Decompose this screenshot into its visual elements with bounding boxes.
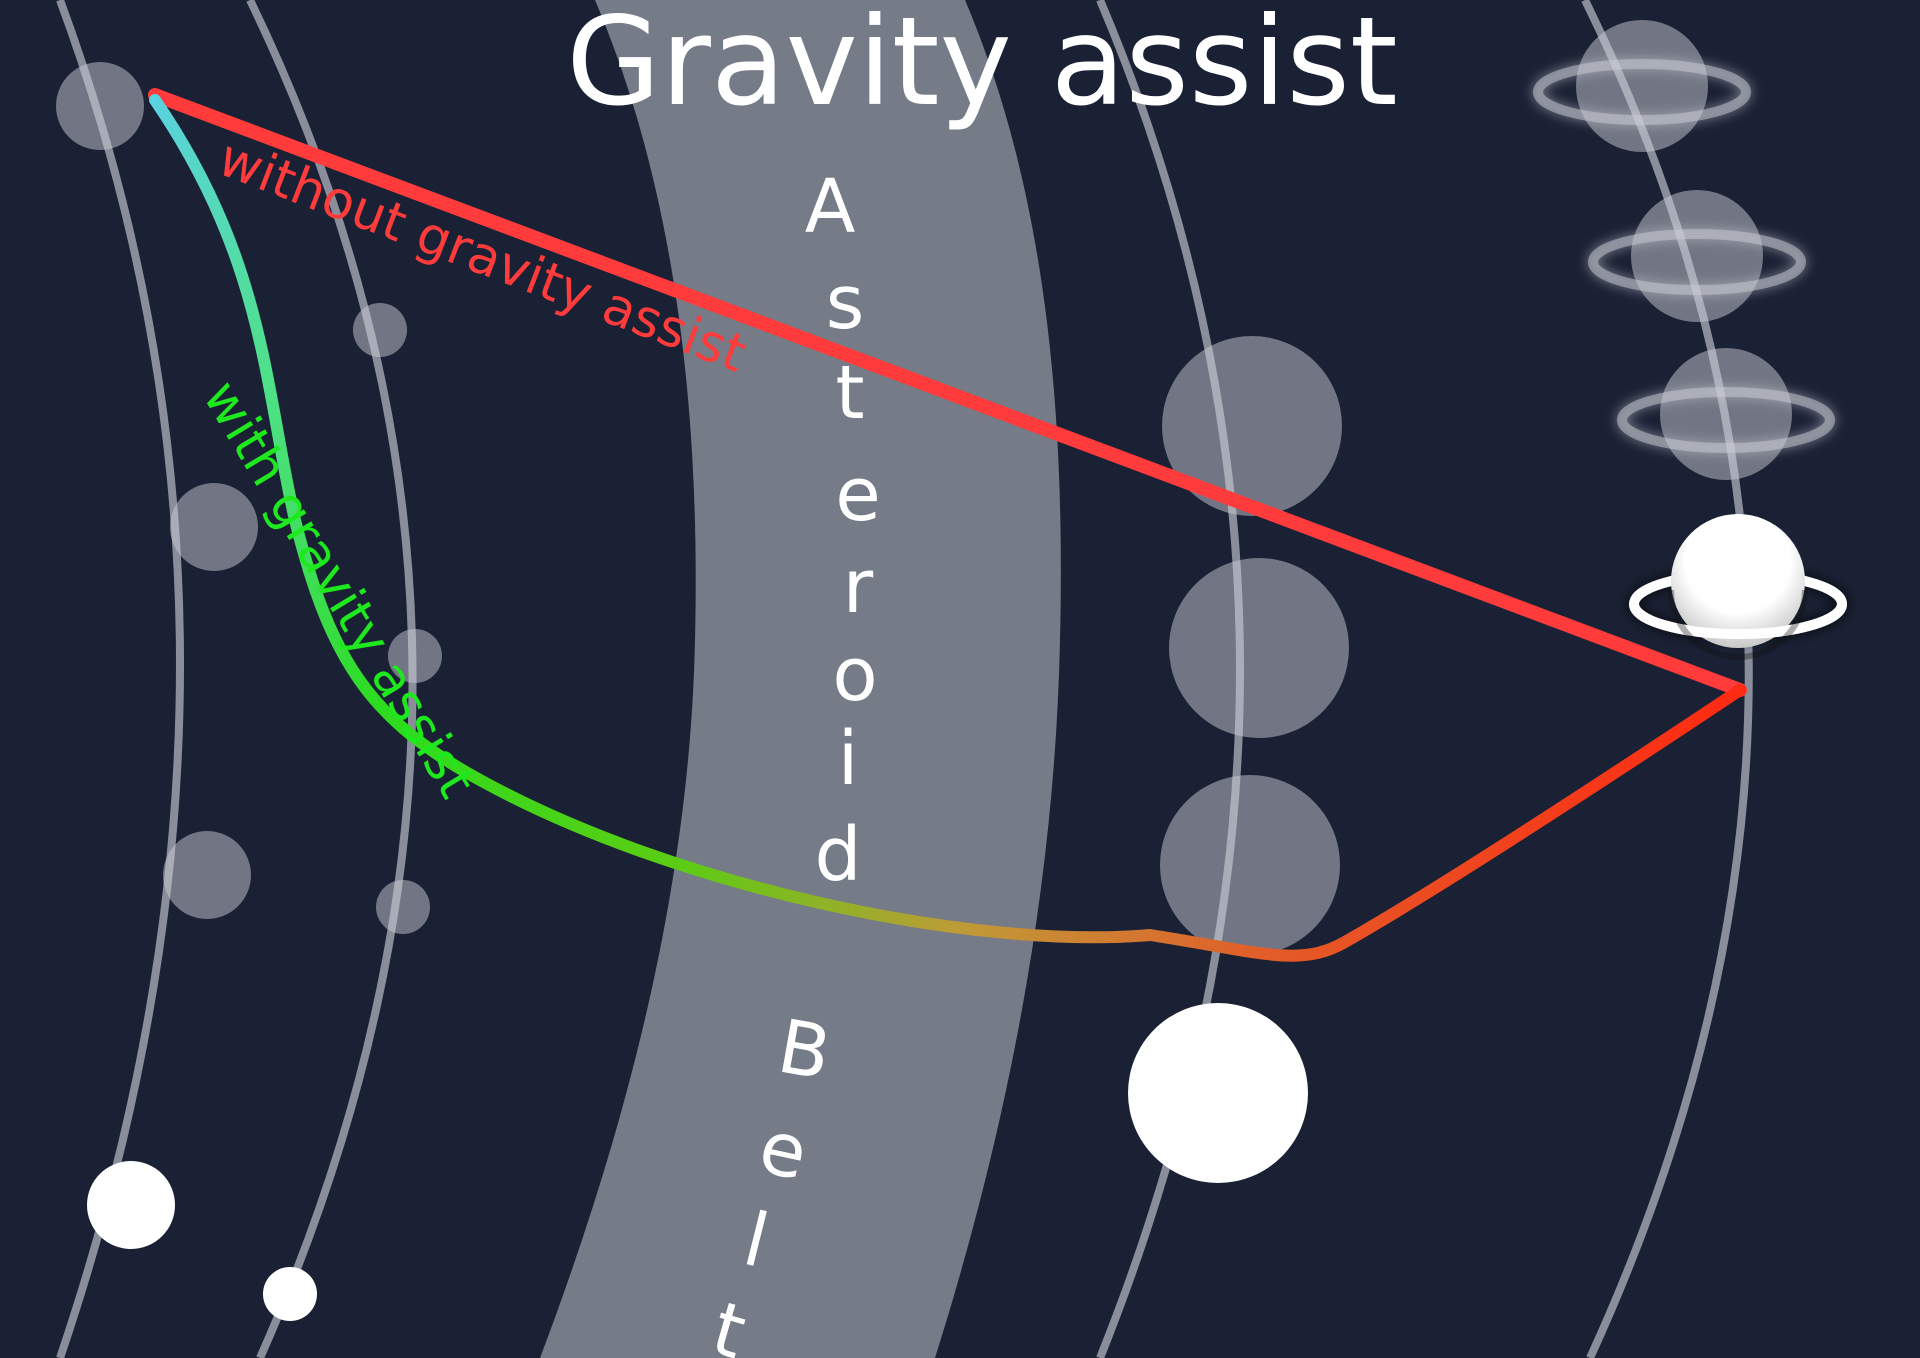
planets: [87, 1003, 1308, 1321]
mars: [263, 1267, 317, 1321]
mars-position: [353, 303, 407, 357]
belt-label-letter: d: [815, 812, 862, 898]
earth-position: [170, 483, 258, 571]
saturn-position-group: [1533, 20, 1835, 480]
orbit-1: [56, 0, 184, 1358]
jupiter-position: [1160, 775, 1340, 955]
belt-label-letter: r: [843, 544, 874, 630]
direct-path: [148, 88, 1747, 697]
belt-label-letter: i: [838, 716, 859, 802]
mars-position: [388, 629, 442, 683]
saturn-position: [1533, 20, 1751, 152]
asteroid-belt: [540, 0, 1061, 1358]
jupiter-position: [1162, 336, 1342, 516]
earth: [87, 1161, 175, 1249]
belt-label-letter: o: [832, 632, 877, 718]
belt-label-letter: A: [805, 164, 856, 250]
belt-label-letter: s: [826, 260, 865, 346]
ghost-positions: [56, 62, 1349, 955]
belt-label-letter: e: [835, 452, 881, 538]
saturn: [1627, 514, 1849, 660]
gravity-assist-path: [149, 94, 1746, 962]
saturn-position: [1588, 190, 1806, 322]
earth-position: [163, 831, 251, 919]
saturn-position: [1617, 348, 1835, 480]
earth-position: [56, 62, 144, 150]
jupiter: [1128, 1003, 1308, 1183]
title: Gravity assist: [566, 0, 1398, 133]
jupiter-position: [1169, 558, 1349, 738]
mars-position: [376, 880, 430, 934]
